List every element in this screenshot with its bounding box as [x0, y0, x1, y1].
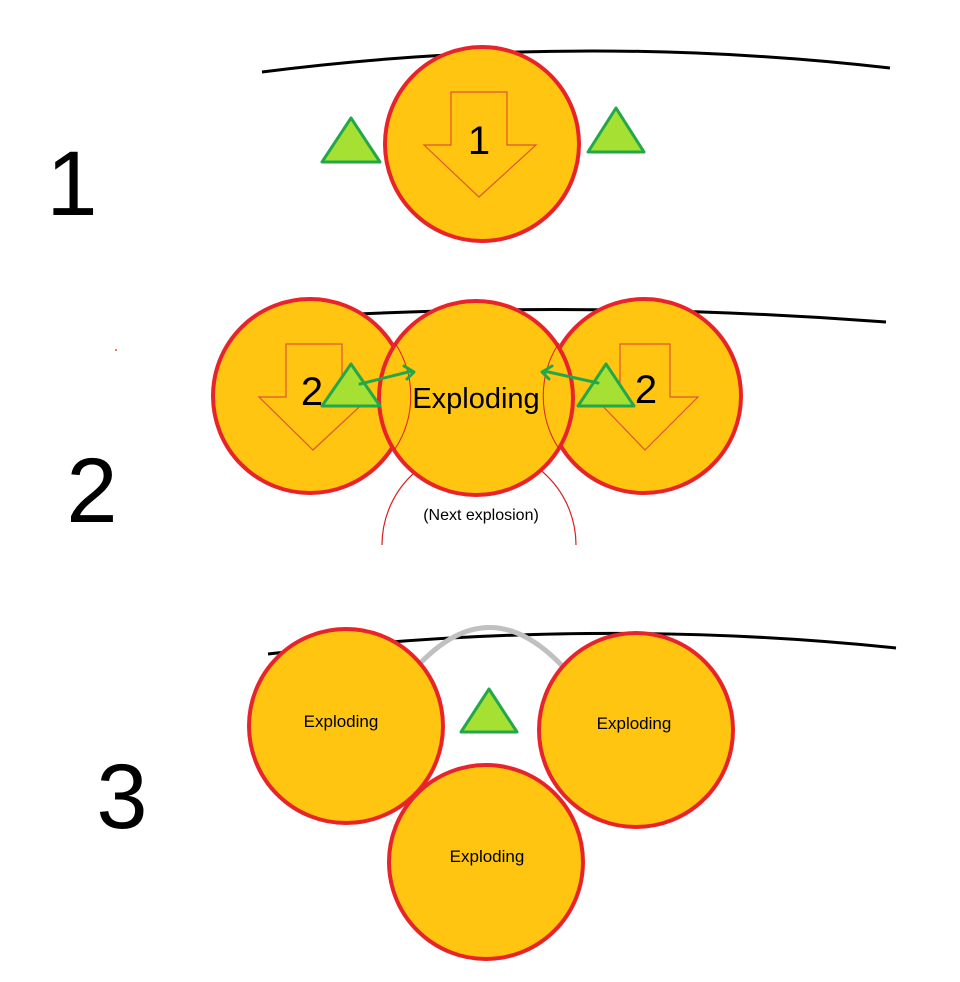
step-2-left-down-arrow-icon	[257, 343, 372, 451]
step-3-right-bubble	[537, 631, 735, 829]
step-3: 3 Exploding Exploding Exploding	[96, 625, 897, 961]
step-3-crater-arc	[412, 625, 568, 672]
step-3-right-text: Exploding	[597, 714, 672, 733]
step-2-label: 2	[66, 440, 117, 542]
step-1-label: 1	[46, 133, 97, 235]
step-1-right-triangle-icon	[586, 106, 646, 154]
step-2-left-triangle-icon	[320, 362, 382, 408]
step-2: 2 (Next explosion) 2 2 Exploding	[66, 297, 887, 546]
step-3-label: 3	[96, 746, 147, 848]
step-1-bubble-number: 1	[468, 119, 490, 163]
step-1-down-arrow-icon	[422, 91, 538, 198]
step-3-triangle-icon	[459, 687, 519, 734]
step-1: 1 1	[46, 45, 891, 243]
step-2-left-number: 2	[301, 370, 323, 414]
step-2-right-number: 2	[635, 368, 657, 412]
next-explosion-text: (Next explosion)	[423, 507, 539, 524]
step-3-bottom-bubble	[387, 763, 585, 961]
step-3-left-bubble	[247, 627, 445, 825]
step-1-surface-line	[261, 49, 891, 74]
step-2-center-bubble	[377, 299, 575, 497]
step-2-right-pointer-arrow-icon	[540, 364, 600, 385]
step-3-bottom-text: Exploding	[450, 847, 525, 866]
step-2-left-pointer-arrow-icon	[358, 364, 416, 386]
step-2-right-overlap-outline	[542, 342, 560, 450]
step-1-bubble	[383, 45, 581, 243]
step-3-left-text: Exploding	[304, 712, 379, 731]
step-1-left-triangle-icon	[320, 116, 382, 164]
step-2-right-triangle-icon	[576, 362, 636, 408]
step-2-center-text: Exploding	[412, 383, 539, 415]
stray-dot	[115, 349, 117, 351]
step-2-left-overlap-outline	[394, 342, 412, 450]
